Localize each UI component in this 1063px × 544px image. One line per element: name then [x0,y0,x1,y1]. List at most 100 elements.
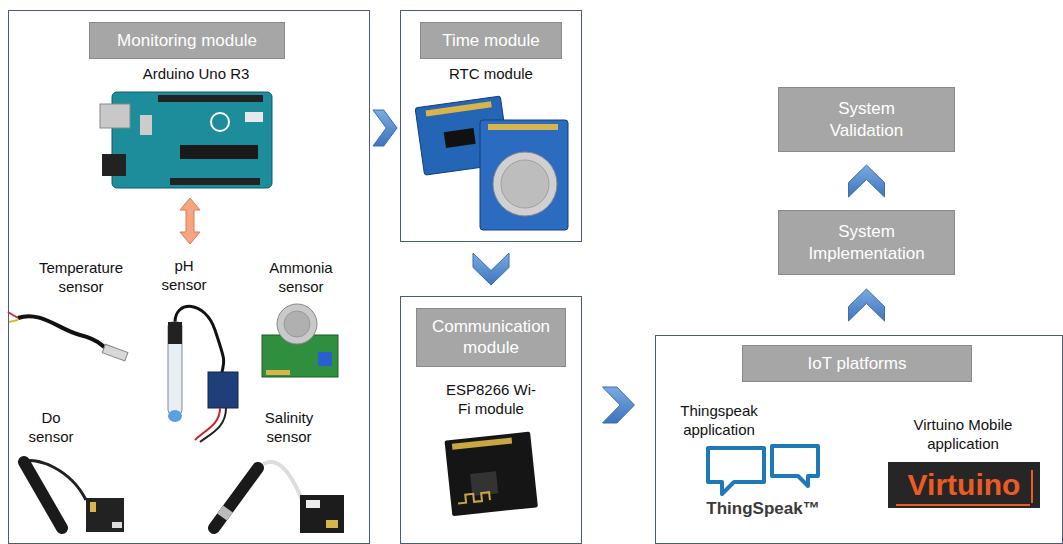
component-label: Salinity sensor [251,409,327,447]
arduino-board [100,92,272,188]
component-label: Do sensor [19,409,83,447]
thingspeak-logo [708,446,818,494]
salinity-probe [258,462,302,500]
virtuino-logo [888,462,1040,508]
rtc-module [480,120,568,230]
salinity-probe [222,509,228,517]
ph-probe [200,408,226,442]
module-panel: Arduino Uno R3 Temperature sensor pH senso… [8,10,370,544]
double-arrow [180,198,200,244]
rtc-module [415,96,568,230]
box-title: System Implementation [802,221,932,264]
text-slot: Temperature sensor [29,259,133,297]
arduino-board [245,112,263,122]
temperature-probe [102,344,128,361]
temperature-probe [8,312,18,318]
stage-box: Monitoring module [89,22,285,59]
do-probe [86,498,124,532]
ammonia-sensor [318,352,332,366]
arduino-board [102,154,126,176]
flow-chevron [473,253,509,285]
text-slot: Thingspeak application [664,402,774,440]
esp8266-board [444,432,537,517]
box-title: Monitoring module [117,30,257,51]
arduino-board [112,92,272,188]
module-panel: ESP8266 Wi-Fi module Communication module [400,296,582,544]
esp8266-board [452,438,512,450]
ph-probe [168,410,182,422]
stage-box: Communication module [416,308,566,367]
salinity-probe [326,520,338,528]
ph-probe [208,372,238,408]
arduino-board [100,104,130,128]
arduino-board [180,145,258,159]
flow-chevron [373,110,397,146]
component-label: Ammonia sensor [259,259,343,297]
rtc-module [444,128,476,148]
temperature-probe [8,312,128,361]
thingspeak-logo [772,446,818,486]
arduino-board [140,115,152,135]
salinity-probe [300,495,344,533]
do-probe [112,522,122,528]
text-slot: Salinity sensor [251,409,327,447]
virtuino-logo [896,504,1030,506]
salinity-probe [306,500,320,508]
double-arrow [180,198,200,244]
text-slot: Virtuino Mobile application [888,416,1038,454]
stage-box: Time module [420,22,562,59]
component-label: Virtuino Mobile application [888,416,1038,454]
rtc-module [488,124,558,130]
text-slot: Do sensor [19,409,83,447]
esp8266-board [444,432,537,517]
ammonia-sensor [262,304,338,377]
salinity-probe [214,468,258,528]
ammonia-sensor [277,304,317,344]
component-label: ESP8266 Wi-Fi module [443,381,539,419]
ph-probe [168,306,238,442]
component-label: RTC module [416,65,566,84]
esp8266-board [457,492,490,503]
stage-box: IoT platforms [742,345,972,382]
temperature-probe [9,320,18,322]
do-probe [24,461,124,532]
rtc-module [493,152,557,216]
component-label: pH sensor [153,257,215,295]
text-slot: ESP8266 Wi-Fi module [443,381,539,419]
virtuino-logo [1031,470,1033,503]
temperature-probe [18,316,106,348]
do-probe [90,502,96,512]
arduino-board [158,95,263,102]
logo-wordmark: Virtuino [908,468,1021,501]
label-slot: ThingSpeak™ [698,499,828,519]
component-label: Temperature sensor [29,259,133,297]
rtc-module [501,160,549,208]
ph-probe [168,322,182,344]
do-probe [24,462,62,528]
arduino-board [211,113,229,131]
logo-wordmark: ThingSpeak™ [706,499,819,518]
arduino-board [170,178,260,185]
ph-probe [195,408,220,440]
ammonia-sensor [266,370,290,375]
flow-chevron [603,387,635,423]
box-title: IoT platforms [808,353,907,374]
ammonia-sensor [284,311,310,337]
stage-box: System Implementation [778,210,955,275]
text-slot: Arduino Uno R3 [116,65,276,84]
text-slot: Ammonia sensor [259,259,343,297]
component-label: Arduino Uno R3 [116,65,276,84]
box-title: Time module [442,30,540,51]
flow-chevron [849,165,885,197]
virtuino-logo [888,462,1040,508]
box-title: Communication module [424,316,558,359]
stage-box: System Validation [778,87,955,152]
esp8266-board [444,432,537,517]
box-title: System Validation [802,98,932,141]
label-slot: Virtuino [889,467,1039,503]
ph-probe [168,322,182,414]
thingspeak-logo [708,448,764,494]
rtc-module [426,101,492,116]
flow-chevron [849,289,885,321]
